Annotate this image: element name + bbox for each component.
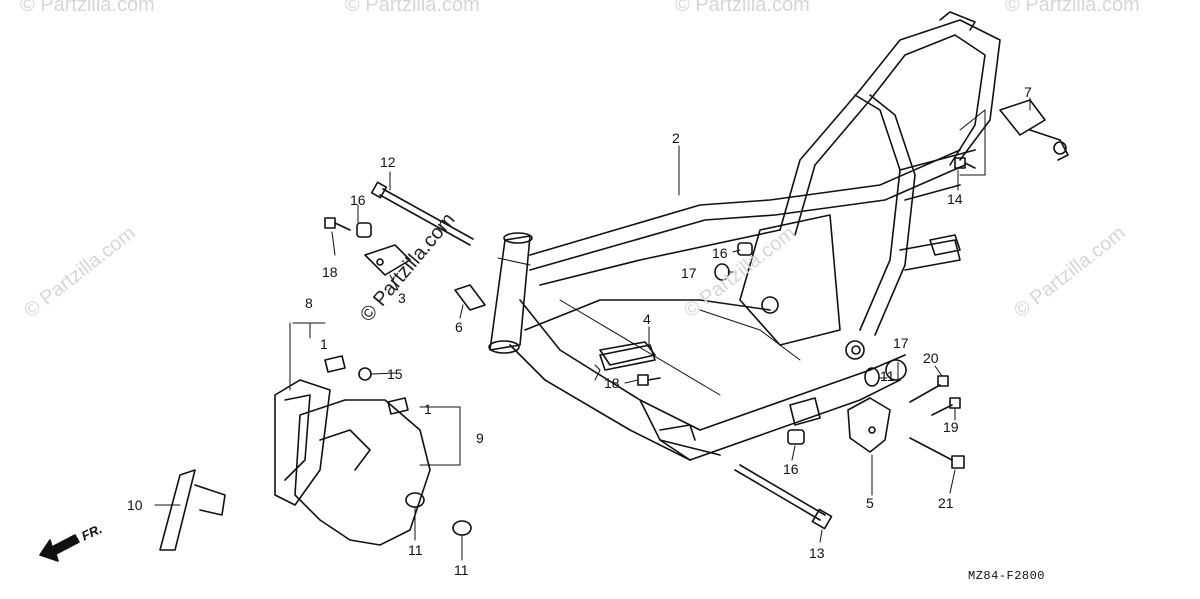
callout-1: 1 [320,336,328,352]
callout-19: 19 [943,419,959,435]
bracket-5 [847,397,891,453]
callout-9: 9 [476,430,484,446]
callout-20: 20 [923,350,939,366]
callout-13: 13 [809,545,825,561]
callout-15: 15 [387,366,403,382]
callout-18: 18 [604,375,620,391]
callout-7: 7 [1024,84,1032,100]
diagram-code: MZ84-F2800 [968,569,1046,583]
callout-11: 11 [454,562,469,578]
nut-16-center [737,242,753,256]
bolt-21 [909,437,965,469]
watermark: © Partzilla.com [675,0,810,16]
bolt-13 [734,464,833,530]
grommet-11-b [452,520,472,536]
screw-15 [358,367,372,381]
callout-2: 2 [672,130,680,146]
watermark: © Partzilla.com [345,0,480,16]
callout-8: 8 [305,295,313,311]
callout-3: 3 [398,290,406,306]
nut-16-top [356,222,372,238]
callout-16: 16 [350,192,366,208]
callout-16: 16 [783,461,799,477]
bolt-18-mid [637,374,661,386]
bolt-12 [370,181,474,246]
callout-11: 11 [408,542,423,558]
callout-1: 1 [424,401,432,417]
leader-lines [154,97,1031,561]
watermark: © Partzilla.com [20,0,155,16]
watermark: © Partzilla.com [1005,0,1140,16]
grommet-11-a [405,492,425,508]
main-frame [488,11,1001,461]
grommet-11-right [864,367,880,387]
callout-16: 16 [712,245,728,261]
callout-21: 21 [938,495,954,511]
callout-17: 17 [681,265,697,281]
collar-6 [454,284,486,311]
callout-10: 10 [127,497,143,513]
front-direction-arrow [39,534,80,562]
callout-6: 6 [455,319,463,335]
callout-12: 12 [380,154,396,170]
callout-4: 4 [643,311,651,327]
callout-18: 18 [322,264,338,280]
bracket-4 [599,341,656,366]
bolt-18-top [324,217,351,231]
clip-1-top [324,355,346,373]
bolt-20 [909,375,949,403]
cap-17-right [885,359,907,381]
callout-14: 14 [947,191,963,207]
callout-11: 11 [880,368,895,384]
bracket-3 [364,244,411,276]
clip-1-mid [387,397,409,415]
bracket-10 [159,469,226,551]
lock-7 [999,99,1069,161]
nut-16-lower [787,429,805,445]
mount-block [789,397,821,426]
callout-17: 17 [893,335,909,351]
callout-5: 5 [866,495,874,511]
cover-9 [294,399,431,546]
bolt-19 [931,397,961,416]
cover-8 [274,379,331,506]
bolt-14 [954,157,976,169]
